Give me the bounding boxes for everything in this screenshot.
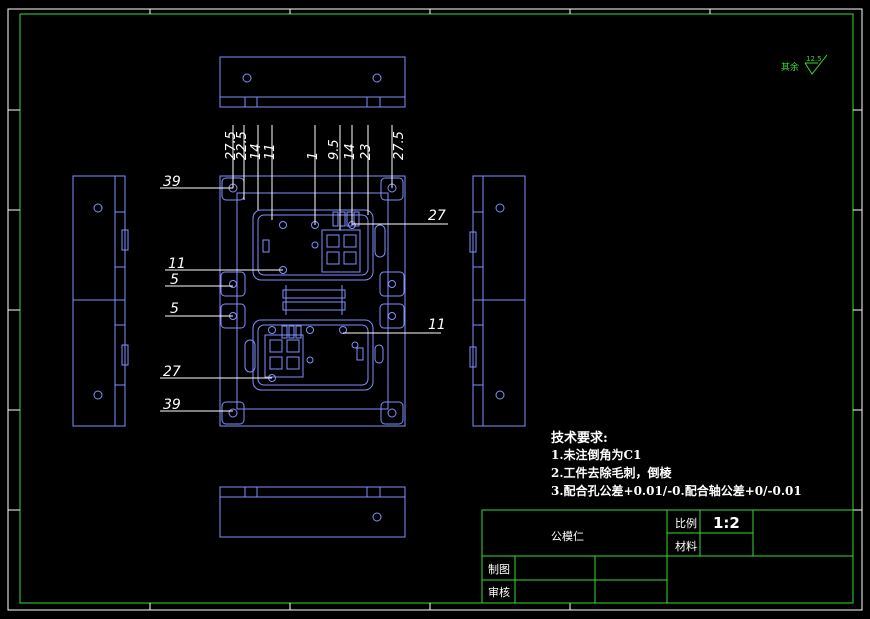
dim-label-left-5: 27 xyxy=(163,364,181,380)
dim-label-left-4: 5 xyxy=(170,301,179,317)
main-plan-view xyxy=(219,175,406,427)
dim-label-top-1: 27.5 xyxy=(224,131,239,160)
title-block xyxy=(481,509,854,604)
scale-value: 1:2 xyxy=(713,514,740,532)
left-side-view xyxy=(72,175,129,427)
notes-title: 技术要求: xyxy=(551,430,608,446)
dim-label-right-2: 11 xyxy=(428,317,446,333)
technical-requirements: 技术要求: 1.未注倒角为C1 2.工件去除毛刺，倒棱 3.配合孔公差+0.01… xyxy=(551,430,802,498)
dim-label-top-4: 11 xyxy=(263,143,278,160)
dim-label-top-3: 14 xyxy=(249,143,264,160)
notes-item-1: 1.未注倒角为C1 xyxy=(551,447,641,462)
bottom-side-view xyxy=(219,486,406,538)
surface-roughness-symbol: 其余 12.5 xyxy=(781,54,828,75)
drawn-label: 制图 xyxy=(488,563,510,576)
dim-label-left-2: 11 xyxy=(168,256,186,272)
dim-label-left-1: 39 xyxy=(163,174,181,190)
dim-label-top-8: 23 xyxy=(359,143,374,160)
left-dimension-leaders xyxy=(160,187,283,412)
frame-ticks xyxy=(8,9,862,610)
notes-item-3: 3.配合孔公差+0.01/-0.配合轴公差+0/-0.01 xyxy=(551,483,802,498)
scale-label: 比例 xyxy=(675,516,697,530)
roughness-check-icon xyxy=(804,54,828,75)
roughness-note-text: 其余 xyxy=(781,61,799,73)
inner-frame xyxy=(19,13,854,604)
material-label: 材料 xyxy=(675,539,697,553)
part-name: 公模仁 xyxy=(551,530,584,543)
dim-label-left-3: 5 xyxy=(170,272,179,288)
dim-label-top-2: 22.5 xyxy=(235,131,250,160)
dim-label-top-9: 27.5 xyxy=(392,131,407,160)
dim-label-top-5: 1 xyxy=(306,152,321,160)
checked-label: 审核 xyxy=(488,585,510,599)
top-dimension-leaders xyxy=(232,125,393,230)
roughness-value: 12.5 xyxy=(806,55,822,63)
dim-label-top-6: 9.5 xyxy=(327,139,342,160)
top-side-view xyxy=(219,56,406,108)
dim-label-right-1: 27 xyxy=(428,208,446,224)
right-dimension-labels: 27 11 xyxy=(428,208,446,333)
dim-label-left-6: 39 xyxy=(163,397,181,413)
right-side-view xyxy=(469,175,526,427)
dim-label-top-7: 14 xyxy=(343,143,358,160)
top-dimension-labels: 27.5 22.5 14 11 1 9.5 14 23 27.5 xyxy=(224,131,407,160)
left-dimension-labels: 39 11 5 5 27 39 xyxy=(163,174,186,413)
notes-item-2: 2.工件去除毛刺，倒棱 xyxy=(551,465,673,480)
right-dimension-leaders xyxy=(343,223,448,334)
